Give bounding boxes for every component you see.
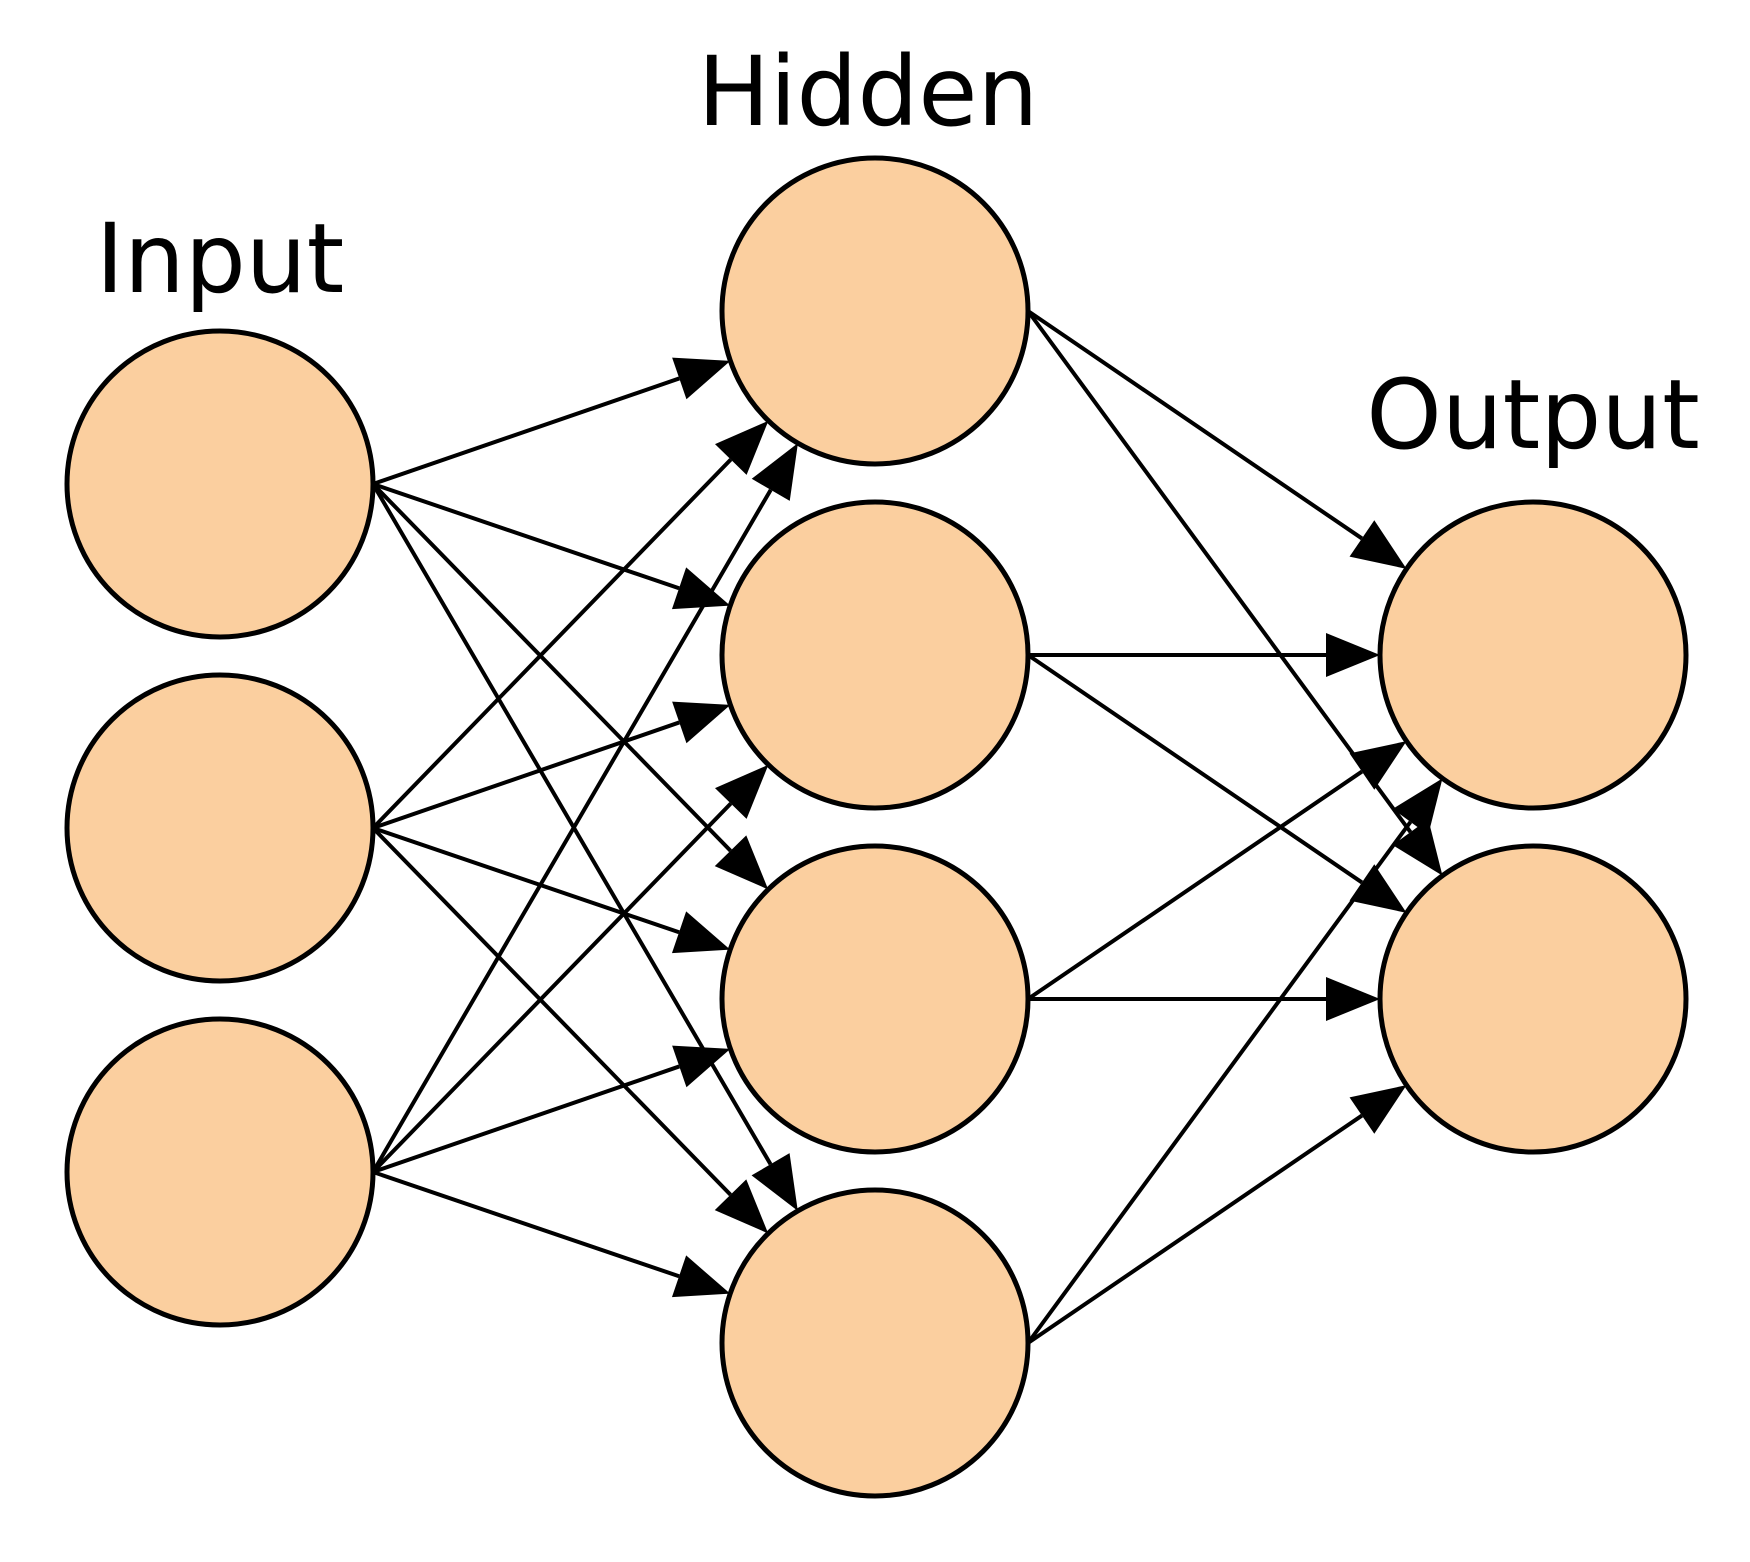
connection-line [372,482,680,591]
connection-input-2-to-hidden-1 [371,420,769,830]
arrowhead-icon [671,1255,731,1298]
arrowhead-icon [672,1045,731,1088]
arrowhead-icon [672,701,731,744]
connection-line [1026,309,1413,834]
arrowhead-icon [751,1153,798,1211]
hidden-node-2 [719,499,1031,811]
connection-hidden-2-to-output-2 [1026,653,1407,913]
arrowhead-icon [1349,520,1407,569]
arrowhead-icon [714,1179,769,1234]
neurons [64,155,1689,1499]
connection-hidden-3-to-output-1 [1026,741,1407,1001]
connection-line [371,482,732,853]
arrowhead-icon [671,911,731,954]
connection-input-3-to-hidden-2 [371,764,769,1174]
arrowhead-icon [672,357,731,400]
arrowhead-icon [1326,977,1380,1021]
connection-hidden-1-to-output-1 [1026,309,1407,569]
output-node-1 [1377,499,1689,811]
layer-label-hidden: Hidden [698,36,1039,148]
arrowhead-icon [1349,741,1407,790]
connection-line [372,376,680,486]
hidden-node-4 [719,1187,1031,1499]
connection-hidden-2-to-output-1 [1028,633,1380,677]
connection-line [1026,309,1364,541]
connection-hidden-4-to-output-2 [1026,1085,1407,1345]
arrowhead-icon [1392,819,1443,876]
connection-input-1-to-hidden-2 [372,482,731,610]
arrowhead-icon [1392,778,1443,835]
connection-hidden-3-to-output-2 [1028,977,1380,1021]
connection-line [372,826,680,935]
connection-input-2-to-hidden-2 [372,701,731,830]
connection-line [371,458,733,830]
layer-label-output: Output [1366,359,1699,471]
connection-input-2-to-hidden-3 [372,826,731,954]
output-node-2 [1377,843,1689,1155]
arrowhead-icon [715,420,769,475]
layer-labels: Input Hidden Output [96,36,1700,471]
connection-line [1026,1113,1364,1345]
arrowhead-icon [671,567,731,610]
connection-input-2-to-hidden-4 [371,826,769,1234]
arrowhead-icon [1349,864,1407,913]
connection-line [371,488,773,1174]
hidden-node-1 [719,155,1031,467]
connection-input-1-to-hidden-3 [371,482,769,890]
connection-line [1026,769,1364,1001]
connection-line [371,826,732,1197]
arrowhead-icon [751,443,798,501]
connections [371,309,1443,1345]
layer-label-input: Input [96,203,345,315]
arrowhead-icon [715,764,769,819]
connection-input-3-to-hidden-1 [371,443,798,1174]
connection-line [372,720,680,830]
connection-input-3-to-hidden-3 [372,1045,731,1174]
connection-line [1026,820,1413,1345]
input-node-1 [64,328,376,640]
input-node-2 [64,672,376,984]
connection-line [372,1170,680,1279]
arrowhead-icon [1326,633,1380,677]
hidden-node-3 [719,843,1031,1155]
connection-line [1026,653,1364,885]
connection-line [371,802,733,1174]
connection-hidden-1-to-output-2 [1026,309,1443,876]
connection-input-3-to-hidden-4 [372,1170,731,1298]
connection-input-1-to-hidden-1 [372,357,731,486]
arrowhead-icon [1349,1085,1407,1134]
connection-hidden-4-to-output-1 [1026,778,1443,1345]
input-node-3 [64,1016,376,1328]
arrowhead-icon [714,835,769,890]
connection-line [372,1064,680,1174]
